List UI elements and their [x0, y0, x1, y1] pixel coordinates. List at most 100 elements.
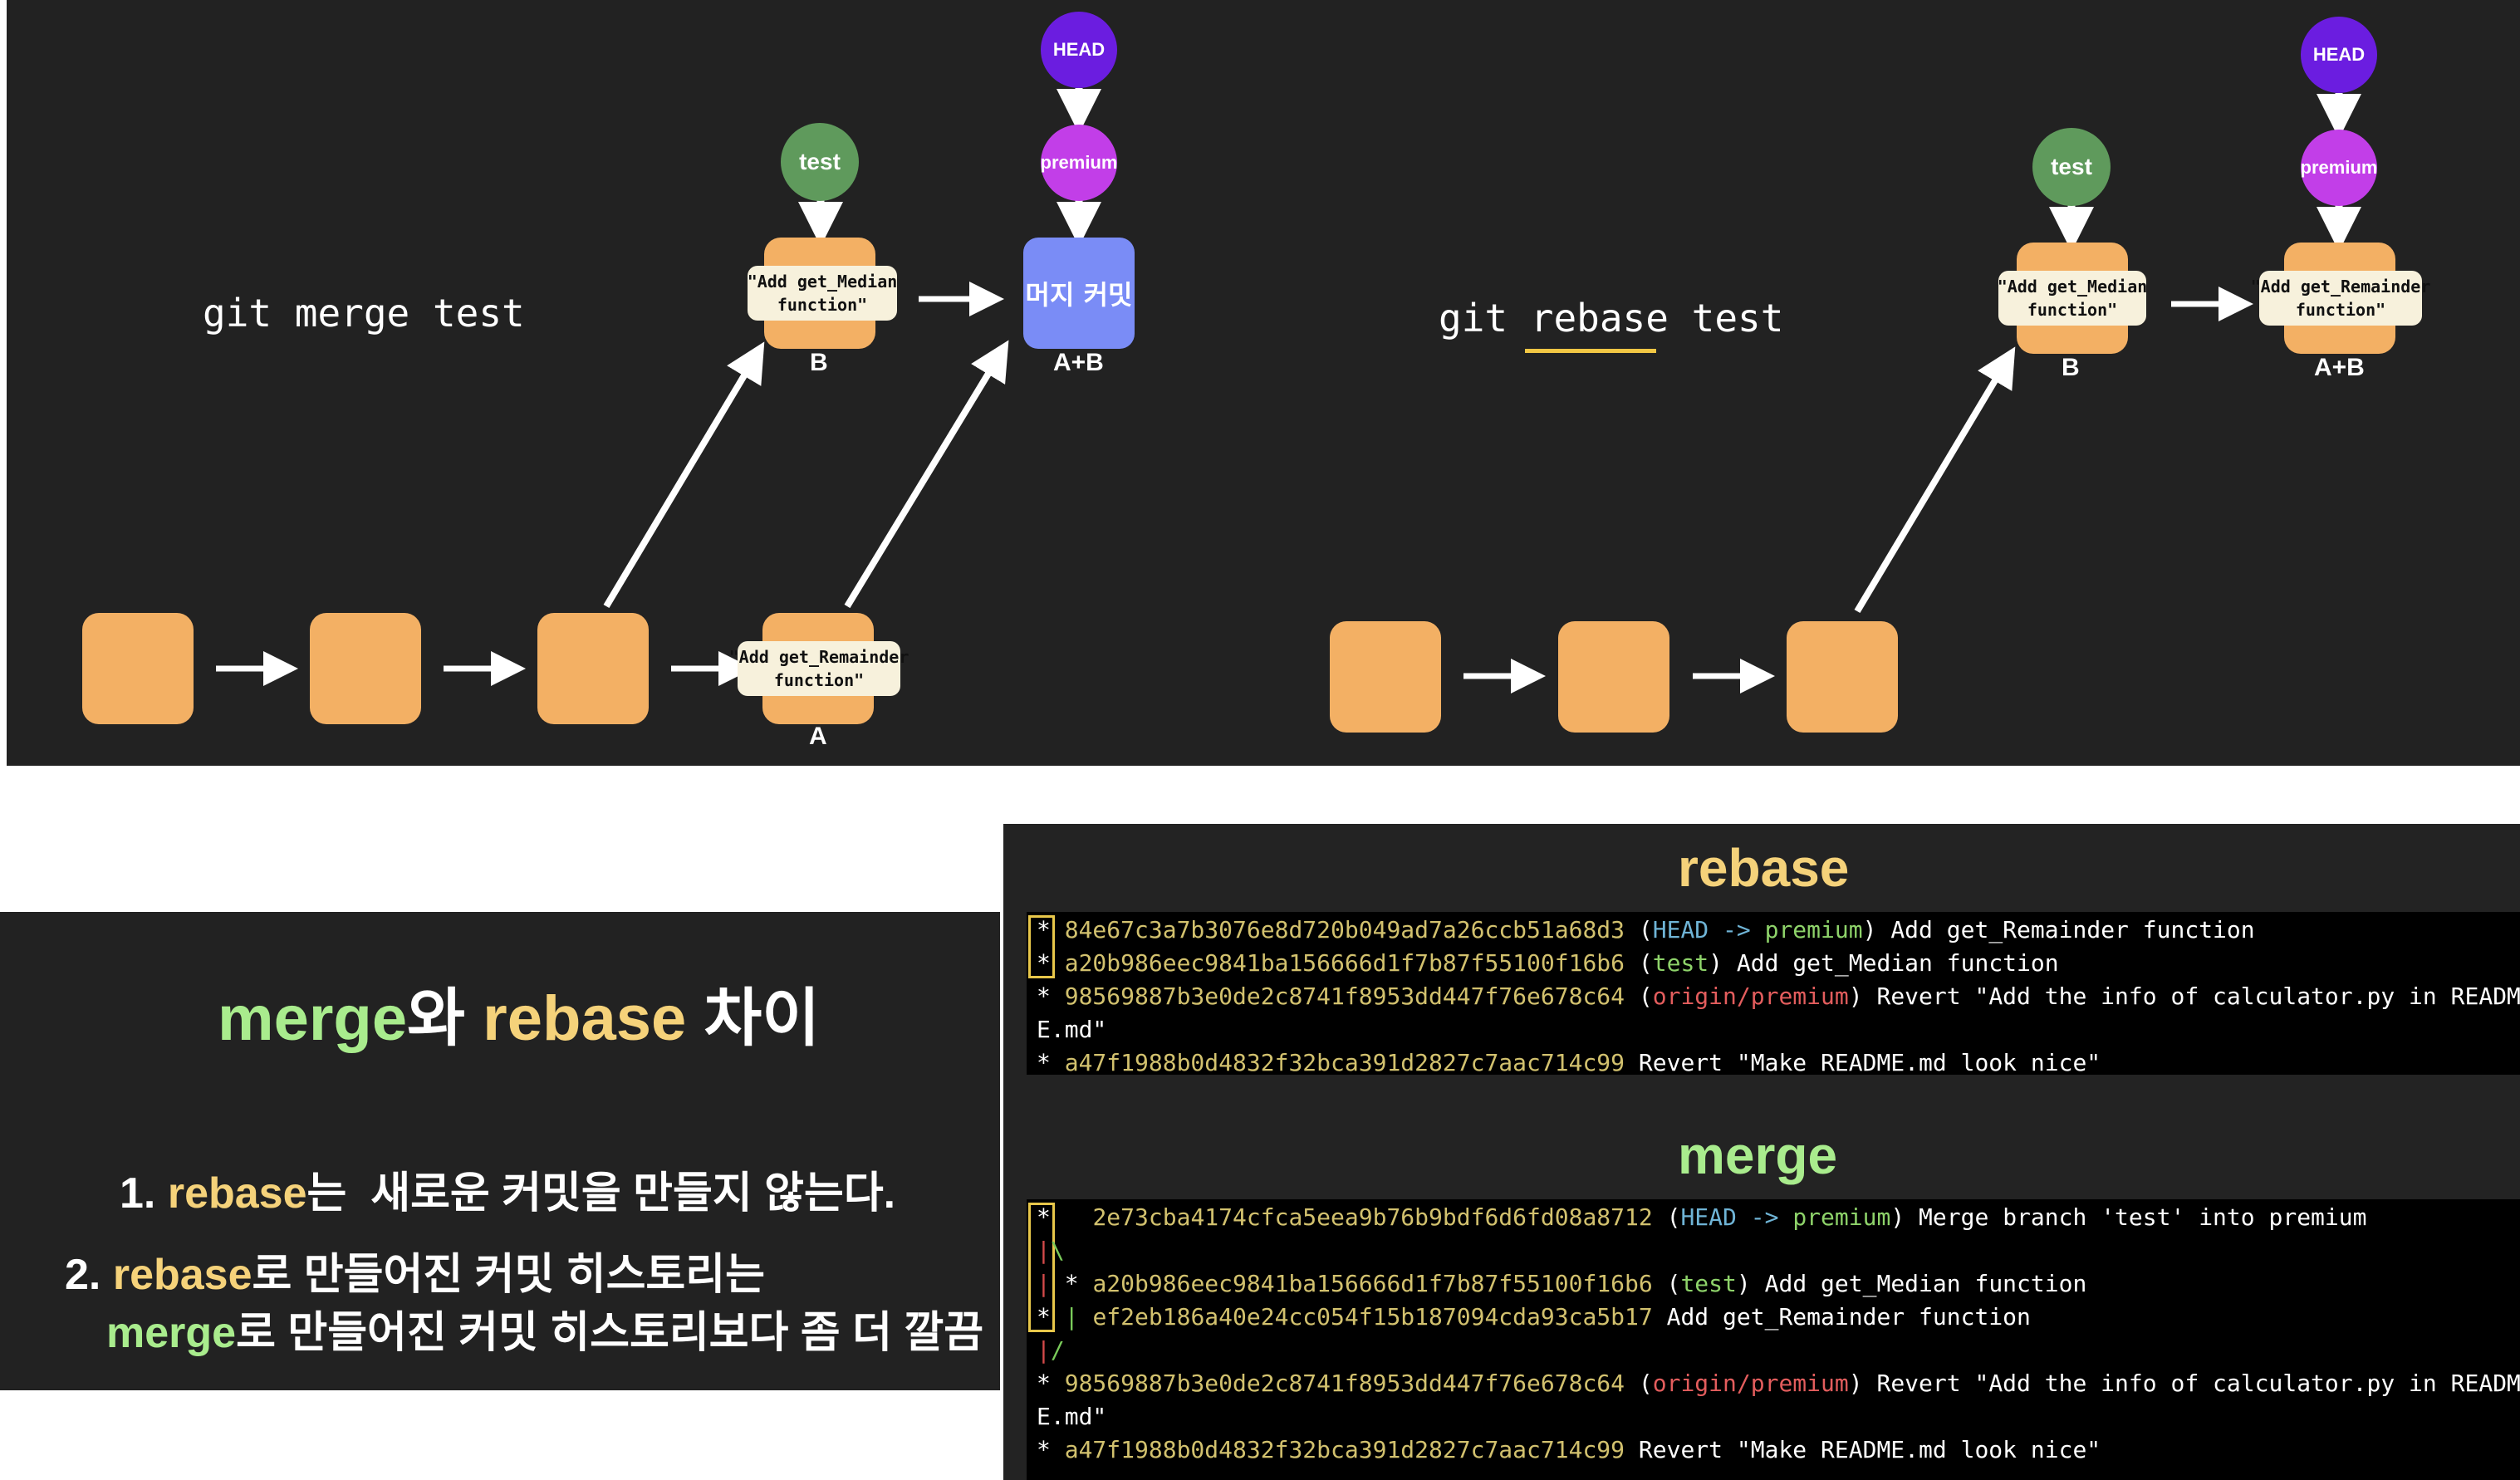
rebase-premium-node: premium	[2301, 130, 2377, 206]
arrow-rebase-c3-b	[1854, 346, 2016, 614]
log-msg: E.md"	[1037, 1016, 1107, 1043]
log-ref-close: )	[1862, 916, 1877, 943]
log-hash: 84e67c3a7b3076e8d720b049ad7a26ccb51a68d3	[1064, 916, 1625, 943]
summary-title: merge와 rebase 차이	[218, 967, 820, 1058]
log-msg: Revert "Make README.md look nice"	[1625, 1049, 2101, 1076]
log-graph: *	[1037, 1436, 1065, 1463]
log-msg: Add get_Remainder function	[1876, 916, 2255, 943]
log-graph: *	[1037, 1049, 1065, 1076]
log-ref1: HEAD ->	[1680, 1203, 1793, 1231]
log-graph: * |	[1037, 1303, 1079, 1331]
log-ref-open: (	[1652, 1203, 1681, 1231]
log-graph: *	[1037, 983, 1065, 1010]
log-line: * 98569887b3e0de2c8741f8953dd447f76e678c…	[1037, 980, 2520, 1013]
log-line: | * a20b986eec9841ba156666d1f7b87f55100f…	[1037, 1267, 2086, 1301]
merge-commit-1	[82, 613, 194, 724]
log-hash: a20b986eec9841ba156666d1f7b87f55100f16b6	[1064, 949, 1625, 977]
merge-log-terminal: * 2e73cba4174cfca5eea9b76b9bdf6d6fd08a87…	[1027, 1199, 2520, 1480]
point-1-number: 1.	[120, 1169, 168, 1218]
log-line: * a47f1988b0d4832f32bca391d2827c7aac714c…	[1037, 1046, 2101, 1080]
log-hash: ef2eb186a40e24cc054f15b187094cda93ca5b17	[1092, 1303, 1653, 1331]
log-line: |/	[1037, 1334, 1065, 1367]
log-graph: *	[1037, 916, 1065, 943]
rebase-test-node: test	[2032, 128, 2111, 206]
summary-panel: merge와 rebase 차이 1. rebase는 새로운 커밋을 만들지 …	[0, 912, 1000, 1390]
log-line: * 98569887b3e0de2c8741f8953dd447f76e678c…	[1037, 1367, 2520, 1400]
merge-commit-ab: 머지 커밋	[1023, 238, 1135, 349]
rebase-head-node: HEAD	[2301, 17, 2377, 93]
point-2-keyword: rebase	[112, 1251, 252, 1299]
merge-letter-a: A	[809, 723, 827, 750]
log-msg: Revert "Add the info of calculator.py in…	[1862, 1370, 2520, 1397]
point-2-merge-keyword: merge	[106, 1309, 237, 1357]
log-hash: 98569887b3e0de2c8741f8953dd447f76e678c64	[1064, 1370, 1625, 1397]
log-ref1: HEAD ->	[1652, 916, 1765, 943]
log-msg: E.md"	[1037, 1403, 1107, 1430]
merge-log-title: merge	[1678, 1125, 1838, 1185]
point-2-text: 로 만들어진 커밋 히스토리는	[252, 1251, 765, 1299]
rebase-command-keyword: rebase	[1530, 296, 1669, 341]
rebase-commit-2	[1558, 621, 1669, 733]
log-ref-close: )	[1736, 1270, 1751, 1297]
merge-letter-b: B	[810, 349, 828, 376]
rebase-highlight-box	[1028, 915, 1055, 978]
log-ref2: origin/premium	[1652, 1370, 1849, 1397]
log-graph: | *	[1037, 1270, 1079, 1297]
merge-commit-a-label: "Add get_Remainder function"	[729, 641, 909, 696]
log-ref2: test	[1652, 949, 1709, 977]
rebase-commit-b-label: "Add get_Median function"	[1998, 271, 2147, 326]
diagram-arrows	[216, 88, 2361, 693]
rebase-commit-1	[1330, 621, 1441, 733]
log-hash: a47f1988b0d4832f32bca391d2827c7aac714c99	[1064, 1436, 1625, 1463]
summary-point-2: 2. rebase로 만들어진 커밋 히스토리는	[65, 1239, 765, 1301]
summary-point-1: 1. rebase는 새로운 커밋을 만들지 않는다.	[120, 1158, 895, 1220]
log-line: * a20b986eec9841ba156666d1f7b87f55100f16…	[1037, 947, 2059, 980]
log-graph: *	[1037, 949, 1065, 977]
point-1-text: 는 새로운 커밋을 만들지 않는다.	[306, 1169, 896, 1218]
log-line: |\	[1037, 1234, 1065, 1267]
point-2-cont-text: 로 만들어진 커밋 히스토리보다 좀 더 깔끔	[236, 1309, 984, 1357]
log-msg: Add get_Median function	[1750, 1270, 2087, 1297]
log-line: * | ef2eb186a40e24cc054f15b187094cda93ca…	[1037, 1301, 2031, 1334]
rebase-keyword-underline	[1525, 349, 1656, 353]
summary-title-rebase: rebase	[483, 983, 687, 1054]
rebase-command-prefix: git	[1439, 296, 1531, 341]
log-ref-open: (	[1625, 1370, 1653, 1397]
merge-commit-3	[537, 613, 649, 724]
merge-premium-node: premium	[1041, 125, 1117, 201]
rebase-log-terminal: * 84e67c3a7b3076e8d720b049ad7a26ccb51a68…	[1027, 912, 2520, 1076]
arrow-merge-a-merge	[844, 340, 1009, 609]
log-hash: 2e73cba4174cfca5eea9b76b9bdf6d6fd08a8712	[1092, 1203, 1653, 1231]
rebase-letter-ab: A+B	[2314, 354, 2365, 381]
log-graph: *	[1037, 1370, 1065, 1397]
log-line: E.md"	[1037, 1013, 1106, 1046]
log-ref2: premium	[1764, 916, 1863, 943]
log-ref-open: (	[1625, 949, 1653, 977]
log-msg: Add get_Remainder function	[1652, 1303, 2031, 1331]
log-graph: *	[1037, 1203, 1093, 1231]
log-ref2: origin/premium	[1652, 983, 1849, 1010]
log-line: * 84e67c3a7b3076e8d720b049ad7a26ccb51a68…	[1037, 914, 2255, 947]
log-msg: Add get_Median function	[1723, 949, 2059, 977]
summary-title-wa: 와	[407, 983, 483, 1054]
log-msg: Revert "Add the info of calculator.py in…	[1862, 983, 2520, 1010]
diagram-panel: git merge test "Add get_Remainder functi…	[7, 0, 2520, 766]
log-hash: a47f1988b0d4832f32bca391d2827c7aac714c99	[1064, 1049, 1625, 1076]
merge-letter-ab: A+B	[1053, 349, 1104, 376]
log-panel: rebase * 84e67c3a7b3076e8d720b049ad7a26c…	[1003, 824, 2520, 1480]
rebase-letter-b: B	[2062, 354, 2080, 381]
log-line: * 2e73cba4174cfca5eea9b76b9bdf6d6fd08a87…	[1037, 1201, 2366, 1234]
log-msg: Merge branch 'test' into premium	[1905, 1203, 2367, 1231]
rebase-command-suffix: test	[1668, 296, 1784, 341]
log-graph: |\	[1037, 1237, 1065, 1264]
summary-title-merge: merge	[218, 983, 408, 1054]
log-ref2: test	[1680, 1270, 1737, 1297]
log-ref-open: (	[1625, 916, 1653, 943]
summary-title-rest: 차이	[686, 983, 821, 1054]
log-graph: |/	[1037, 1336, 1065, 1364]
log-ref2: premium	[1792, 1203, 1891, 1231]
rebase-commit-ab-label: "Add get_Remainder function"	[2251, 271, 2430, 326]
point-2-number: 2.	[65, 1251, 113, 1299]
merge-commit-b-label: "Add get_Median function"	[748, 266, 897, 321]
log-hash: 98569887b3e0de2c8741f8953dd447f76e678c64	[1064, 983, 1625, 1010]
